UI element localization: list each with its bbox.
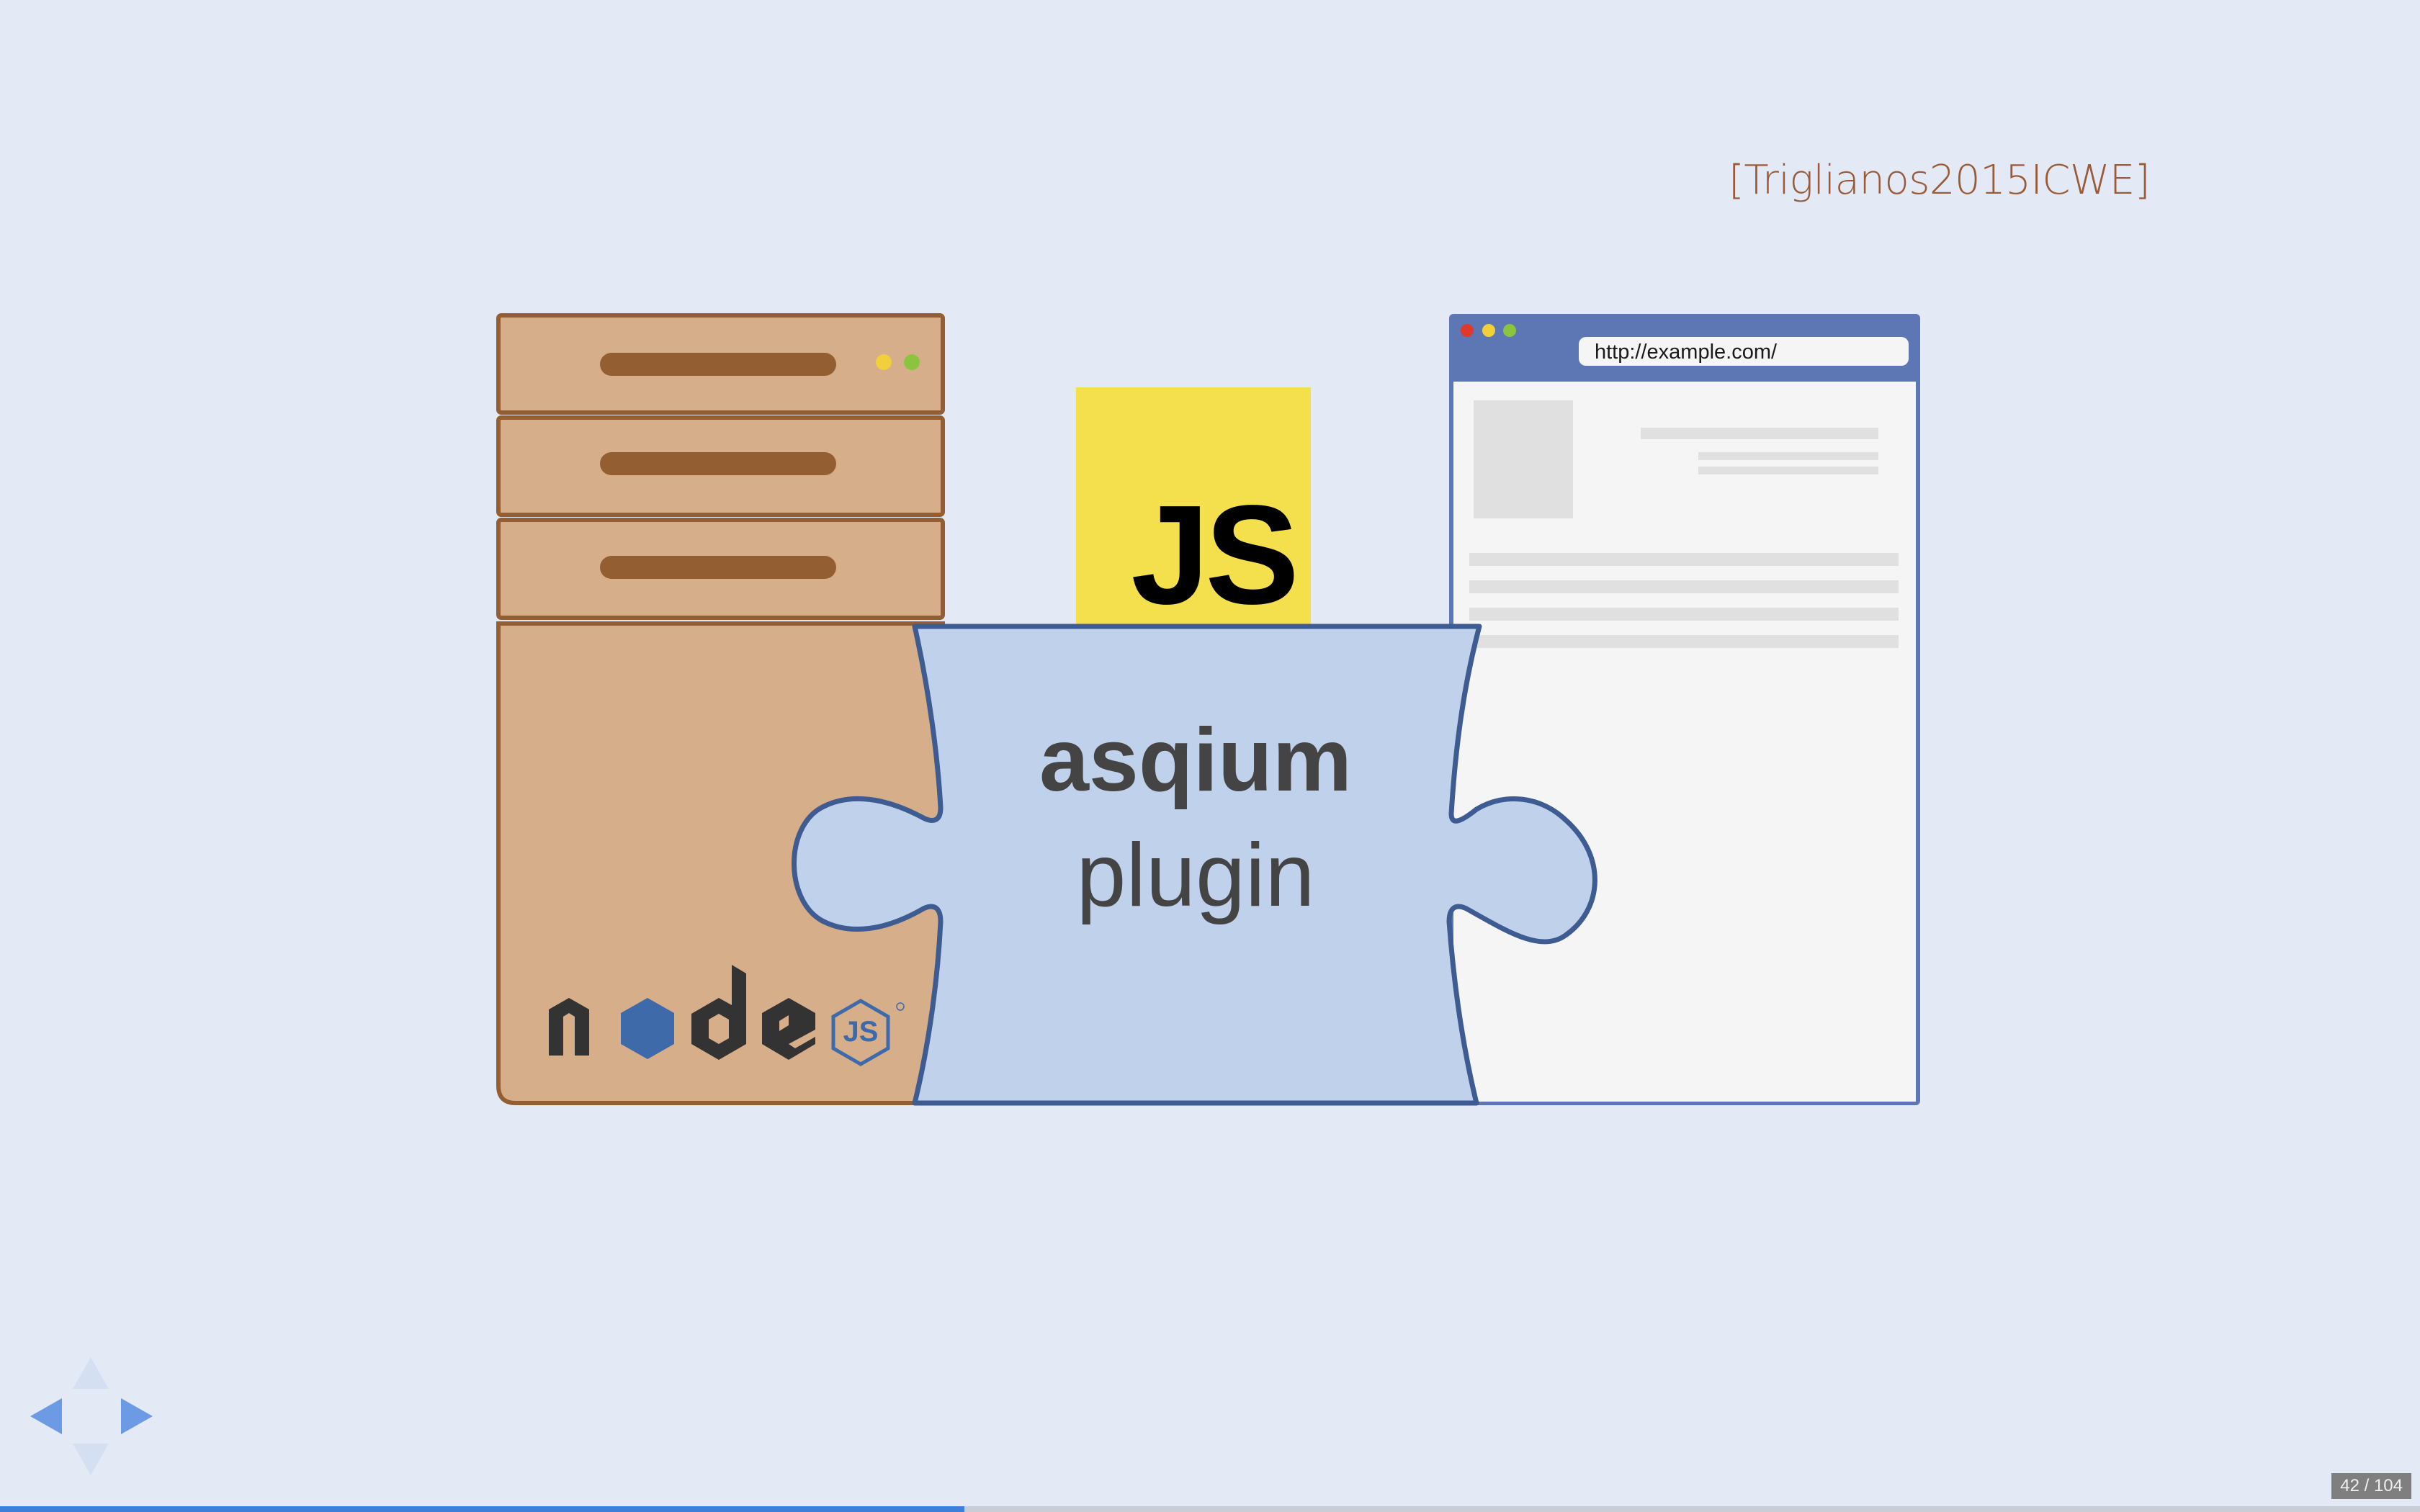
browser-minimize-icon <box>1482 324 1495 337</box>
nodejs-logo: JS <box>549 965 905 1066</box>
js-logo-text: JS <box>1131 476 1295 634</box>
server-body <box>496 621 945 1105</box>
content-image-placeholder <box>1474 400 1573 518</box>
content-text-line <box>1641 428 1878 439</box>
nodejs-badge-hexagon-icon <box>831 999 890 1066</box>
citation-text: [Triglianos2015ICWE] <box>1729 157 2151 204</box>
nav-down-arrow-icon <box>73 1444 109 1475</box>
nav-up-arrow-icon <box>73 1357 109 1389</box>
content-text-line <box>1469 608 1899 621</box>
browser-window: http://example.com/ <box>1449 314 1920 1105</box>
content-text-line <box>1469 635 1899 648</box>
registered-mark-icon <box>896 1002 905 1011</box>
nodejs-letter-d <box>691 965 746 1060</box>
server-led-green-icon <box>904 354 920 370</box>
server-drive-slot <box>600 556 836 579</box>
nodejs-badge-text: JS <box>843 1016 879 1048</box>
puzzle-subtitle: plugin <box>1077 826 1315 925</box>
server-drive-slot <box>600 353 836 376</box>
browser-maximize-icon <box>1503 324 1516 337</box>
js-logo-background <box>1076 387 1311 625</box>
progress-bar-fill <box>0 1506 964 1512</box>
puzzle-piece-shape <box>792 624 1597 1106</box>
content-text-line <box>1469 553 1899 566</box>
nav-next-arrow-icon[interactable] <box>121 1398 153 1434</box>
browser-close-icon <box>1461 324 1474 337</box>
content-text-line <box>1469 580 1899 593</box>
puzzle-piece: asqium plugin <box>792 624 1597 1106</box>
js-logo: JS <box>1076 387 1311 634</box>
progress-bar <box>0 1506 2420 1512</box>
address-bar <box>1579 337 1909 366</box>
puzzle-title: asqium <box>1039 711 1352 810</box>
nodejs-letter-o <box>621 998 674 1059</box>
content-text-line <box>1698 467 1878 474</box>
server-drive-slot <box>600 452 836 475</box>
server-tower: JS <box>496 313 945 1105</box>
slide-counter: 42 / 104 <box>2331 1473 2411 1499</box>
nav-previous-arrow-icon[interactable] <box>30 1398 62 1434</box>
content-text-line <box>1698 452 1878 460</box>
server-led-yellow-icon <box>876 354 892 370</box>
address-bar-url: http://example.com/ <box>1595 341 1778 364</box>
nodejs-letter-e <box>762 998 815 1060</box>
nodejs-letter-n <box>549 998 589 1056</box>
